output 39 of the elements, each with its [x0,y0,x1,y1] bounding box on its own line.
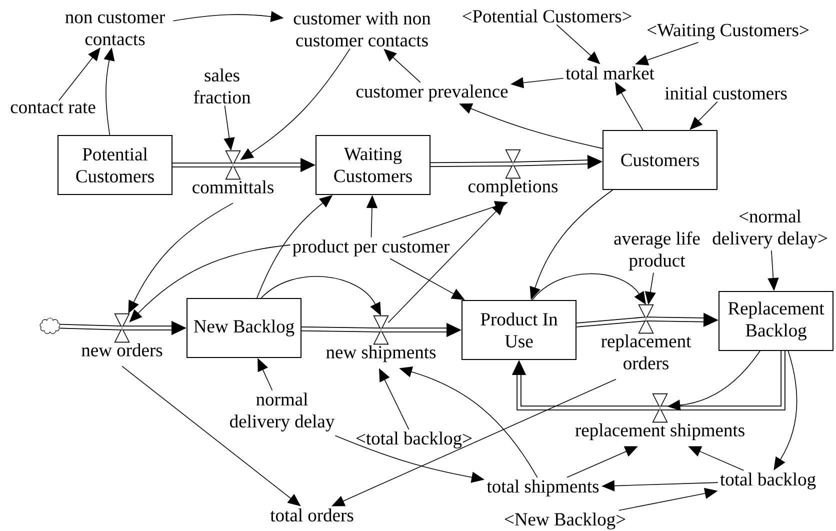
variable-label: customer prevalence [356,84,508,102]
variable-label: total backlog [720,472,816,490]
flow-label: committals [192,180,274,194]
variable-label: initial customers [665,86,787,100]
variable-label: <Waiting Customers> [648,24,808,40]
flow-pipe [430,162,513,167]
variable-label: <normal delivery delay> [712,210,827,248]
variable-label: customer with non customer contacts [294,11,431,47]
variable-label: average life product [614,232,700,270]
stock-box: Product In Use [462,300,576,360]
stock-box: Customers [602,130,718,190]
stock-box: Replacement Backlog [718,291,834,351]
stock-box: Waiting Customers [316,135,430,195]
arrow [58,48,100,101]
variable-label: total shipments [486,480,599,496]
flow-pipe [172,162,233,168]
arrow [690,101,718,130]
flow-pipe [660,351,786,410]
variable-label: normal delivery delay [230,392,335,432]
flow-pipe [576,316,646,328]
flow-pipe [301,326,381,332]
cloud-symbol [40,318,60,334]
variable-label: <total backlog> [356,432,472,448]
flow-pipe [60,324,122,330]
variable-label: <Potential Customers> [462,10,632,23]
variable-label: product per customer [292,240,450,256]
variable-label: total orders [270,508,354,522]
stock-box: Potential Customers [58,135,172,195]
variable-label: total market [566,66,654,80]
variable-label: non customer contacts [65,12,165,46]
variable-label: sales fraction [194,68,250,104]
flow-label: replacement shipments [575,423,744,440]
flow-label: replacement orders [601,334,692,370]
flow-label: completions [468,179,558,196]
stock-box: New Backlog [186,298,302,358]
variable-label: contact rate [10,102,96,114]
flow-label: new shipments [326,345,436,362]
variable-label: <New Backlog> [504,512,626,530]
flow-label: new orders [82,343,162,356]
